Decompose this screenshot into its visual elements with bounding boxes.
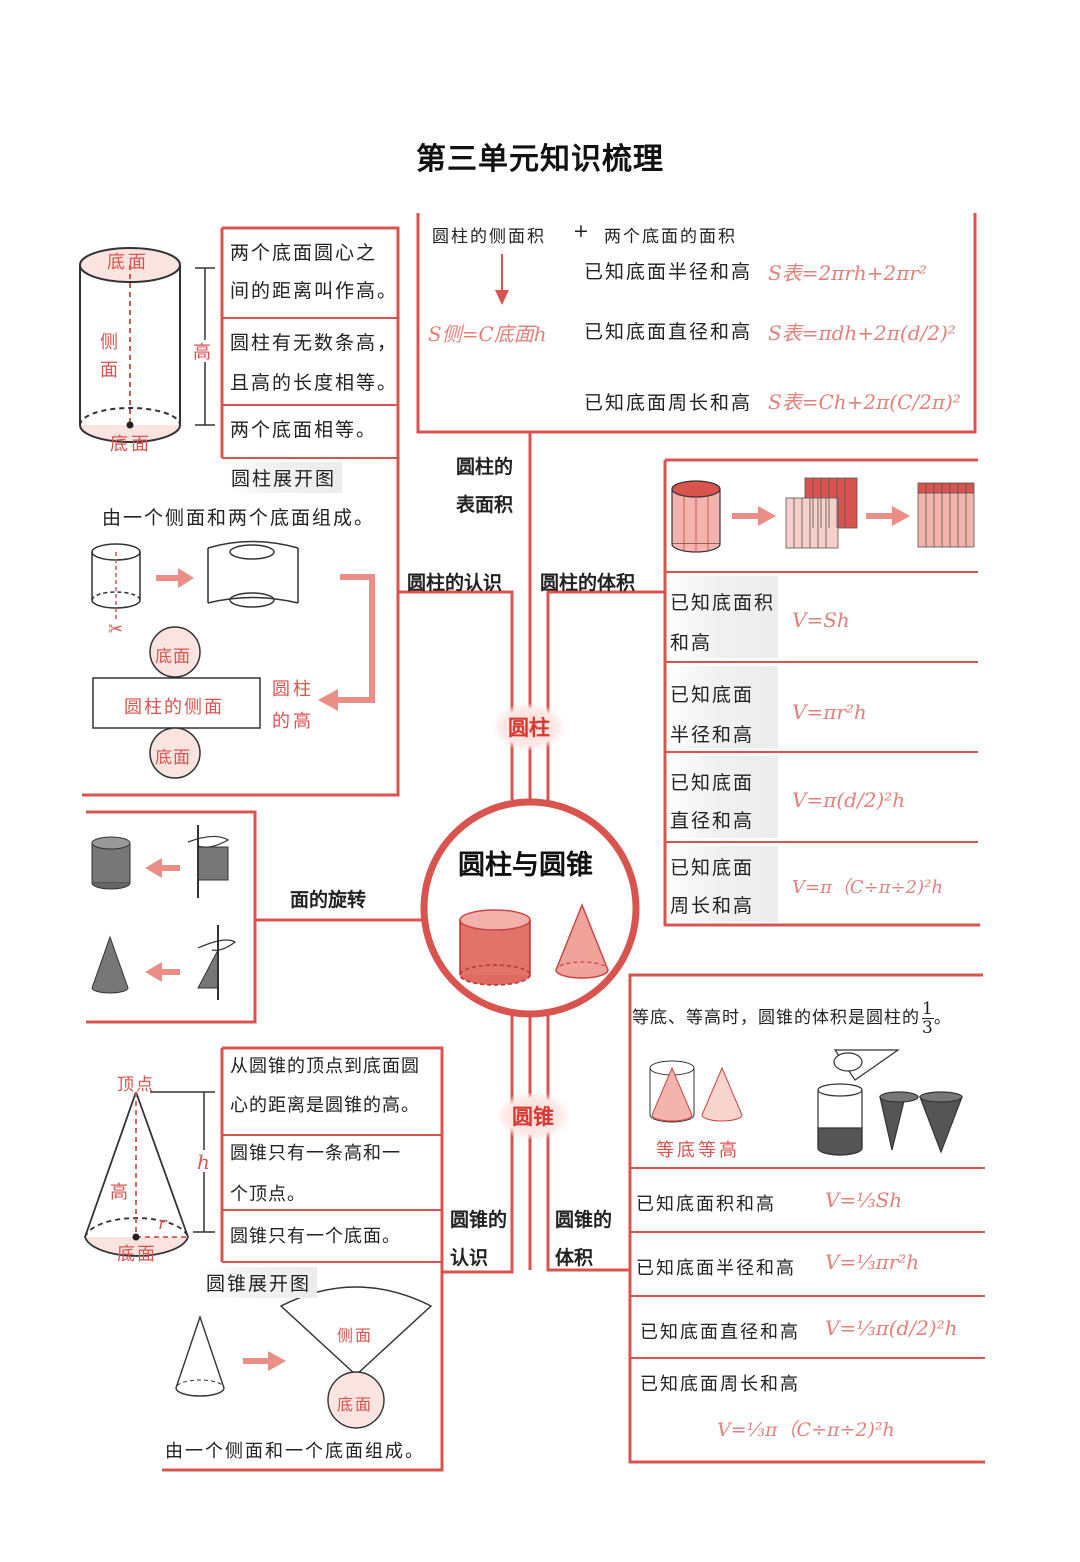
cone-note: 从圆锥的顶点到底面圆 (230, 1056, 420, 1077)
fraction-denominator: 3 (922, 1018, 934, 1038)
cyl-net-title: 圆柱展开图 (225, 462, 343, 493)
cone-fig-base-label: 底面 (117, 1244, 157, 1265)
cone-volume-formula: V=⅓π（C÷π÷2)²h (717, 1419, 895, 1441)
branch-cyl-volume-label: 圆柱的体积 (540, 572, 636, 594)
cyl-note: 间的距离叫作高。 (230, 280, 399, 302)
cone-volume-condition: 已知底面半径和高 (636, 1258, 796, 1279)
cyl-volume-condition: 周长和高 (670, 895, 755, 917)
cyl-lateral-area-formula: S侧=C底面h (428, 322, 547, 346)
cyl-note: 圆柱有无数条高， (230, 332, 399, 354)
cyl-net-bottom-label: 底面 (155, 748, 191, 768)
cyl-volume-condition: 已知底面 (670, 857, 755, 879)
cone-volume-condition: 已知底面积和高 (636, 1194, 776, 1215)
branch-rotation-label: 面的旋转 (290, 889, 367, 911)
cyl-note: 两个底面相等。 (230, 419, 378, 441)
branch-cone-know-label-2: 认识 (450, 1247, 489, 1269)
row-shade (668, 756, 778, 838)
cyl-surface-header-a: 圆柱的侧面积 (432, 227, 546, 247)
cyl-surface-condition: 已知底面半径和高 (584, 261, 753, 283)
plus-sign: + (573, 220, 591, 242)
branch-cone-volume-label-1: 圆锥的 (555, 1209, 613, 1231)
cyl-net-height-label-1: 圆柱 (272, 679, 314, 700)
cyl-surface-condition: 已知底面直径和高 (584, 321, 753, 343)
page-title: 第三单元知识梳理 (416, 142, 664, 177)
cone-volume-condition: 已知底面直径和高 (640, 1322, 800, 1343)
cyl-volume-condition: 已知底面积 (670, 592, 776, 614)
cone-pill: 圆锥 (498, 1093, 568, 1139)
cone-volume-formula: V=⅓π(d/2)²h (825, 1316, 958, 1340)
cyl-fig-side-label-2: 面 (100, 360, 121, 381)
cyl-surface-condition: 已知底面周长和高 (584, 392, 753, 414)
cyl-surface-formula: S表=Ch+2π(C/2π)² (768, 390, 961, 414)
cyl-volume-condition: 半径和高 (670, 724, 755, 746)
branch-cyl-surface-label-1: 圆柱的 (456, 456, 514, 478)
cyl-surface-formula: S表=πdh+2π(d/2)² (768, 321, 956, 345)
cyl-volume-formula: V=πr²h (792, 700, 867, 724)
cone-net-side-label: 侧面 (337, 1326, 374, 1345)
cyl-surface-header-b: 两个底面的面积 (604, 227, 737, 247)
cyl-net-description: 由一个侧面和两个底面组成。 (102, 507, 376, 529)
cyl-surface-formula: S表=2πrh+2πr² (768, 261, 927, 285)
cyl-fig-top-label: 底面 (107, 252, 149, 273)
cone-note: 个顶点。 (230, 1184, 306, 1205)
cyl-volume-condition: 直径和高 (670, 810, 755, 832)
branch-cone-know-label-1: 圆锥的 (450, 1209, 508, 1231)
center-title: 圆柱与圆锥 (458, 850, 593, 881)
cone-fig-h-label: h (197, 1150, 210, 1174)
cylinder-pill: 圆柱 (494, 704, 564, 750)
cone-net-description: 由一个侧面和一个底面组成。 (165, 1441, 425, 1462)
cone-net-title: 圆锥展开图 (200, 1267, 318, 1298)
svg-text:✂: ✂ (108, 619, 123, 640)
cone-fig-r-label: r (158, 1213, 167, 1234)
cyl-volume-condition: 和高 (670, 632, 713, 654)
cone-volume-intro-text: 等底、等高时，圆锥的体积是圆柱的 (632, 1008, 920, 1028)
cyl-fig-bottom-label: 底面 (110, 434, 152, 455)
cyl-volume-formula: V=Sh (792, 608, 850, 632)
cyl-volume-condition: 已知底面 (670, 772, 755, 794)
cyl-note: 且高的长度相等。 (230, 372, 399, 394)
row-shade (668, 846, 778, 922)
cone-fig-apex-label: 顶点 (117, 1075, 155, 1095)
equal-base-height-label: 等底等高 (656, 1140, 740, 1161)
cyl-fig-side-label-1: 侧 (100, 332, 121, 353)
cyl-volume-formula: V=π（C÷π÷2)²h (792, 877, 943, 898)
cone-volume-condition: 已知底面周长和高 (640, 1374, 800, 1395)
fraction-numerator: 1 (922, 999, 934, 1019)
cone-volume-intro-end: 。 (933, 1008, 952, 1028)
cyl-net-top-label: 底面 (155, 647, 191, 667)
cone-note: 圆锥只有一个底面。 (230, 1226, 401, 1247)
branch-cone-volume-label-2: 体积 (555, 1247, 594, 1269)
cyl-fig-height-label: 高 (193, 342, 214, 363)
cone-volume-formula: V=⅓Sh (825, 1188, 903, 1212)
cyl-net-height-label-2: 的高 (272, 711, 314, 732)
row-shade (668, 666, 778, 748)
cone-note: 圆锥只有一条高和一 (230, 1143, 401, 1164)
cone-volume-formula: V=⅓πr²h (825, 1250, 920, 1274)
cyl-note: 两个底面圆心之 (230, 242, 378, 264)
cyl-volume-formula: V=π(d/2)²h (792, 788, 906, 812)
cone-net-base-label: 底面 (337, 1395, 374, 1414)
branch-cyl-know-label: 圆柱的认识 (407, 572, 503, 594)
cone-note: 心的距离是圆锥的高。 (230, 1095, 420, 1116)
cyl-net-side-label: 圆柱的侧面 (124, 697, 224, 718)
cone-fig-height-label: 高 (110, 1182, 128, 1203)
branch-cyl-surface-label-2: 表面积 (456, 494, 514, 516)
row-shade (668, 576, 778, 658)
cyl-volume-condition: 已知底面 (670, 684, 755, 706)
